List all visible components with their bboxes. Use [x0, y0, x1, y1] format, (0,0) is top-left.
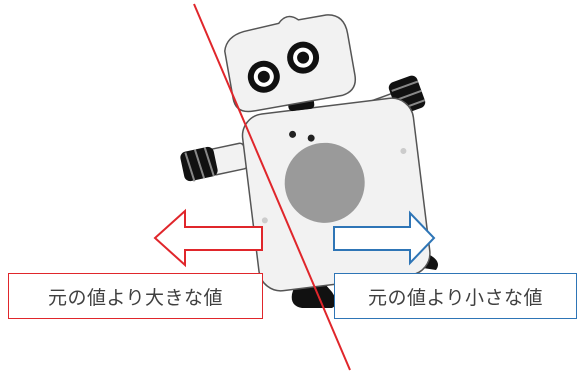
label-larger-value: 元の値より大きな値: [8, 273, 263, 319]
robot-illustration: [180, 14, 438, 308]
robot-body: [241, 97, 431, 292]
robot-left-arm: [180, 142, 249, 182]
label-smaller-value: 元の値より小さな値: [334, 273, 577, 319]
threshold-line: [193, 3, 351, 371]
robot-head: [224, 14, 357, 113]
arrow-right-outline-icon: [333, 210, 436, 266]
robot-belly: [284, 142, 365, 223]
arrow-left-outline-icon: [153, 208, 263, 268]
